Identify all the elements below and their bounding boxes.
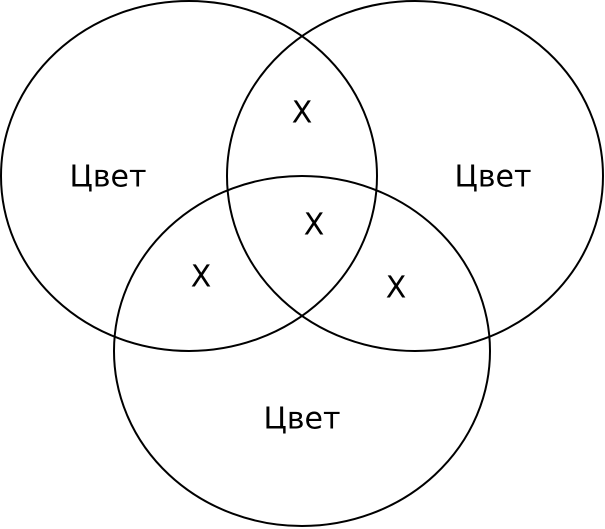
intersection-right-mark: X	[386, 271, 407, 306]
intersection-center-mark: X	[304, 208, 325, 243]
set-right-ellipse	[226, 0, 604, 352]
set-left-ellipse	[0, 0, 378, 352]
set-bottom-ellipse	[113, 175, 491, 527]
set-left-label: Цвет	[70, 160, 147, 195]
intersection-left-mark: X	[191, 260, 212, 295]
set-bottom-label: Цвет	[264, 402, 341, 437]
set-right-label: Цвет	[455, 160, 532, 195]
intersection-top-mark: X	[292, 96, 313, 131]
